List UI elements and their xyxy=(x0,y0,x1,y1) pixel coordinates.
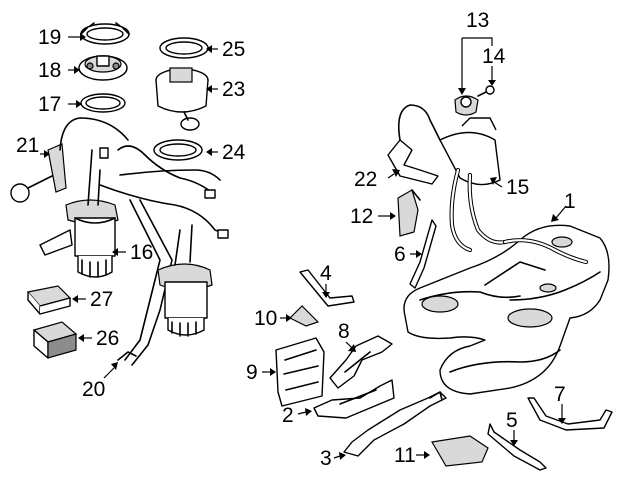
callout-16: 16 xyxy=(130,241,153,264)
callout-9: 9 xyxy=(246,361,258,384)
part-5-strap xyxy=(487,423,547,471)
callout-13: 13 xyxy=(466,9,489,32)
callout-1: 1 xyxy=(564,190,576,213)
part-9-shield xyxy=(275,337,325,407)
callout-18: 18 xyxy=(38,59,61,82)
part-27-module xyxy=(26,285,72,315)
part-3-strap xyxy=(343,391,447,457)
callout-20: 20 xyxy=(82,378,105,401)
callout-12: 12 xyxy=(350,205,373,228)
callout-22: 22 xyxy=(354,168,377,191)
part-17-seal xyxy=(80,93,126,113)
wiring-harness xyxy=(59,117,229,366)
part-8-heat-shield xyxy=(329,335,393,389)
part-11-shield xyxy=(431,435,489,467)
part-7-strap xyxy=(527,397,613,431)
part-pump-right xyxy=(157,224,213,337)
callout-15: 15 xyxy=(506,176,529,199)
callout-8: 8 xyxy=(338,320,350,343)
part-25-lock-ring xyxy=(159,37,209,59)
callout-21: 21 xyxy=(16,134,39,157)
part-4-strap xyxy=(299,269,355,307)
callout-7: 7 xyxy=(554,383,566,406)
part-26-control-unit xyxy=(32,321,78,359)
part-2-shield xyxy=(313,379,395,419)
callout-23: 23 xyxy=(222,78,245,101)
callout-27: 27 xyxy=(90,288,113,311)
part-16-pump-left xyxy=(39,149,119,278)
part-22-bracket xyxy=(387,104,441,185)
part-1-fuel-tank xyxy=(403,224,610,395)
part-14-screw xyxy=(477,85,495,97)
callout-3: 3 xyxy=(320,447,332,470)
callout-6: 6 xyxy=(394,243,406,266)
part-15-filler-neck xyxy=(439,117,508,253)
callout-11: 11 xyxy=(394,444,416,467)
callout-19: 19 xyxy=(38,26,61,49)
callout-10: 10 xyxy=(254,307,277,330)
part-18-cover xyxy=(78,55,128,81)
part-19-lock-ring xyxy=(80,22,130,45)
callout-14: 14 xyxy=(482,45,506,68)
callout-25: 25 xyxy=(222,38,245,61)
callout-4: 4 xyxy=(320,262,332,285)
part-13-valve xyxy=(454,95,479,116)
part-6-strap xyxy=(409,219,437,289)
part-21-level-sender xyxy=(10,143,67,203)
part-23-pump xyxy=(155,67,209,131)
part-10-bracket xyxy=(288,305,320,327)
leader-lines xyxy=(40,33,567,460)
callout-24: 24 xyxy=(222,141,246,164)
callout-17: 17 xyxy=(38,93,61,116)
part-12-bracket xyxy=(397,189,421,237)
callout-5: 5 xyxy=(506,409,518,432)
part-24-seal xyxy=(153,139,203,161)
callout-26: 26 xyxy=(96,327,119,350)
callout-labels: 19 18 17 21 16 27 26 20 25 23 24 13 14 2… xyxy=(16,9,576,470)
callout-2: 2 xyxy=(282,404,294,427)
